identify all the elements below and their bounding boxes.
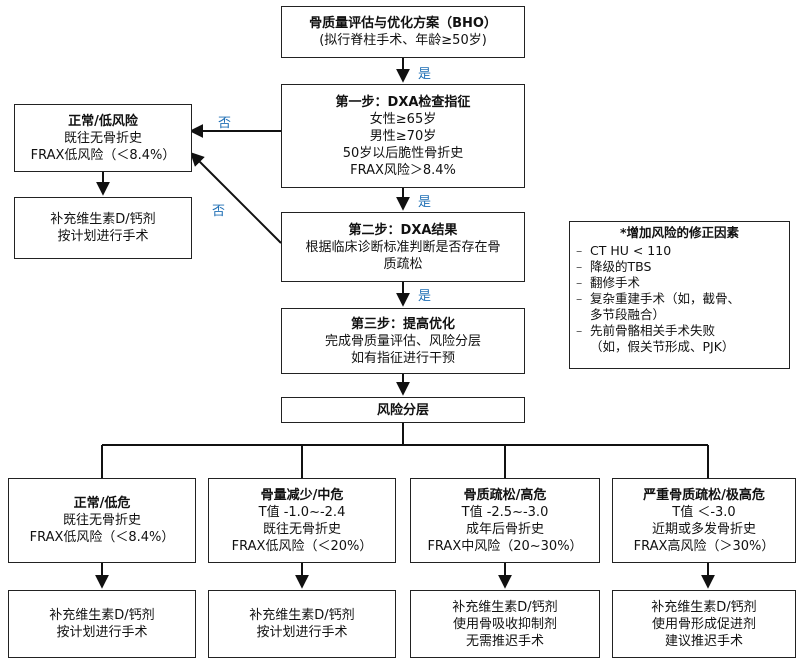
no-label-1: 否 xyxy=(218,116,232,131)
yes-label-3: 是 xyxy=(418,289,432,304)
yes-label-1: 是 xyxy=(418,67,432,82)
arrow-step2-no xyxy=(190,152,282,244)
risk-factor-item: –先前骨骼相关手术失败 xyxy=(576,323,716,338)
tier-title: 严重骨质疏松/极高危 xyxy=(643,487,765,503)
normal-low-risk-title: 正常/低风险 xyxy=(68,113,138,129)
tier-osteopenia-box: 骨量减少/中危 T值 -1.0~-2.4 既往无骨折史 FRAX低风险（＜20%… xyxy=(208,478,396,563)
step1-line: 女性≥65岁 xyxy=(369,111,437,127)
step2-line: 根据临床诊断标准判断是否存在骨 xyxy=(305,239,501,255)
tier-action-line: 补充维生素D/钙剂 xyxy=(49,608,155,623)
tier-title: 骨量减少/中危 xyxy=(260,487,344,503)
step1-title: 第一步：DXA检查指征 xyxy=(335,94,471,110)
step3-title: 第三步：提高优化 xyxy=(350,316,455,332)
tier-action-line: 补充维生素D/钙剂 xyxy=(452,599,558,615)
step3-line: 如有指征进行干预 xyxy=(350,350,455,366)
normal-low-action-line: 按计划进行手术 xyxy=(57,229,149,244)
normal-low-risk-box: 正常/低风险 既往无骨折史 FRAX低风险（＜8.4%） xyxy=(14,104,192,172)
step1-box: 第一步：DXA检查指征 女性≥65岁 男性≥70岁 50岁以后脆性骨折史 FRA… xyxy=(281,84,525,188)
risk-factor-item: –降级的TBS xyxy=(576,259,652,274)
tier-title: 骨质疏松/高危 xyxy=(463,487,547,503)
tier-line: T值 -1.0~-2.4 xyxy=(258,504,346,520)
tier-line: T值 -2.5~-3.0 xyxy=(461,504,549,520)
risk-factor-item: –复杂重建手术（如，截骨、 xyxy=(576,291,741,306)
tier-action-line: 按计划进行手术 xyxy=(56,625,148,640)
step3-line: 完成骨质量评估、风险分层 xyxy=(324,333,481,349)
normal-low-risk-line: 既往无骨折史 xyxy=(63,130,142,146)
tier-action-box: 补充维生素D/钙剂 使用骨吸收抑制剂 无需推迟手术 xyxy=(410,590,600,658)
step3-box: 第三步：提高优化 完成骨质量评估、风险分层 如有指征进行干预 xyxy=(281,308,525,374)
step2-line: 质疏松 xyxy=(383,256,423,272)
normal-low-action-line: 补充维生素D/钙剂 xyxy=(50,212,156,227)
normal-low-action-box: 补充维生素D/钙剂 按计划进行手术 xyxy=(14,197,192,259)
risk-factors-title: *增加风险的修正因素 xyxy=(619,225,740,240)
tier-action-line: 按计划进行手术 xyxy=(256,625,348,640)
yes-label-2: 是 xyxy=(418,195,432,210)
tier-line: FRAX低风险（＜20%） xyxy=(231,538,373,554)
tier-action-line: 使用骨形成促进剂 xyxy=(651,616,756,632)
tier-osteoporosis-box: 骨质疏松/高危 T值 -2.5~-3.0 成年后骨折史 FRAX中风险（20~3… xyxy=(410,478,600,563)
tier-action-box: 补充维生素D/钙剂 按计划进行手术 xyxy=(208,590,396,658)
tier-normal-low-box: 正常/低危 既往无骨折史 FRAX低风险（＜8.4%） xyxy=(8,478,196,563)
tier-action-line: 建议推迟手术 xyxy=(664,633,743,649)
tier-line: 既往无骨折史 xyxy=(62,513,141,528)
tier-line: 成年后骨折史 xyxy=(465,521,544,537)
tier-action-line: 使用骨吸收抑制剂 xyxy=(452,616,557,632)
tier-line: FRAX高风险（＞30%） xyxy=(633,538,775,554)
risk-factor-item-cont: 多节段融合） xyxy=(590,307,666,322)
bho-subtitle: (拟行脊柱手术、年龄≥50岁) xyxy=(319,33,487,48)
tier-line: T值 ＜-3.0 xyxy=(672,504,736,520)
no-label-2: 否 xyxy=(212,204,226,219)
step2-box: 第二步：DXA结果 根据临床诊断标准判断是否存在骨 质疏松 xyxy=(281,212,525,282)
tier-action-line: 无需推迟手术 xyxy=(465,633,544,649)
step1-line: FRAX风险＞8.4% xyxy=(350,162,456,178)
normal-low-risk-line: FRAX低风险（＜8.4%） xyxy=(30,147,176,163)
tier-action-box: 补充维生素D/钙剂 按计划进行手术 xyxy=(8,590,196,658)
tier-action-box: 补充维生素D/钙剂 使用骨形成促进剂 建议推迟手术 xyxy=(612,590,796,658)
tier-line: 既往无骨折史 xyxy=(262,521,341,537)
tier-line: FRAX中风险（20~30%） xyxy=(427,538,583,554)
risk-factors-box: *增加风险的修正因素 –CT HU < 110 –降级的TBS –翻修手术 –复… xyxy=(569,221,790,369)
tier-line: FRAX低风险（＜8.4%） xyxy=(29,530,175,545)
tier-action-line: 补充维生素D/钙剂 xyxy=(249,608,355,623)
risk-stratification-box: 风险分层 xyxy=(281,397,525,423)
tier-action-line: 补充维生素D/钙剂 xyxy=(651,599,757,615)
tier-severe-osteoporosis-box: 严重骨质疏松/极高危 T值 ＜-3.0 近期或多发骨折史 FRAX高风险（＞30… xyxy=(612,478,796,563)
step1-line: 男性≥70岁 xyxy=(369,128,437,144)
bho-title-box: 骨质量评估与优化方案（BHO） (拟行脊柱手术、年龄≥50岁) xyxy=(281,6,525,58)
risk-factor-item-cont: （如，假关节形成、PJK） xyxy=(590,339,735,354)
risk-stratification-title: 风险分层 xyxy=(376,402,429,418)
step1-line: 50岁以后脆性骨折史 xyxy=(342,145,464,161)
tier-line: 近期或多发骨折史 xyxy=(651,521,756,537)
risk-factor-item: –CT HU < 110 xyxy=(576,243,672,258)
bho-title: 骨质量评估与优化方案（BHO） xyxy=(309,16,497,31)
step2-title: 第二步：DXA结果 xyxy=(348,222,458,238)
risk-factor-item: –翻修手术 xyxy=(576,275,641,290)
tier-title: 正常/低危 xyxy=(73,496,131,511)
